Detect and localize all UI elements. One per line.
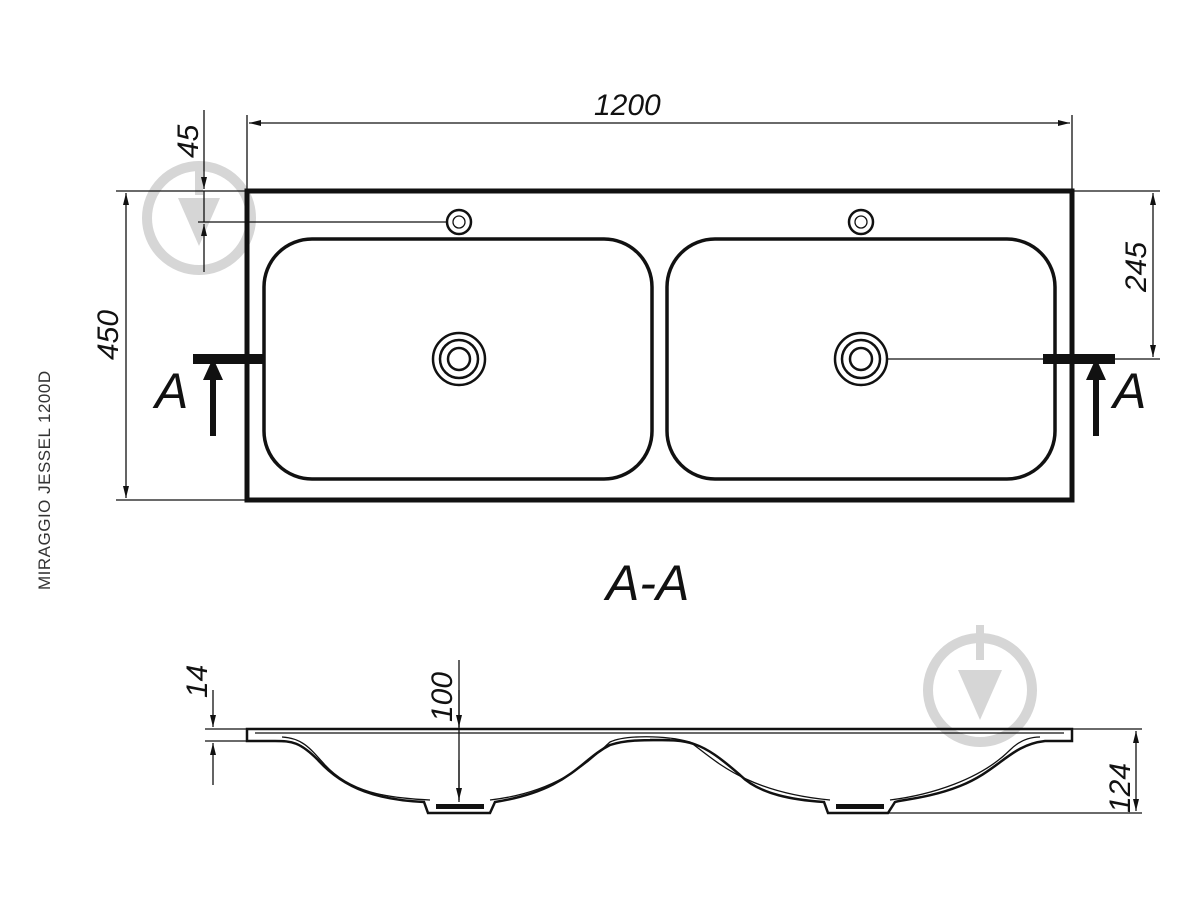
slab-thickness-dimension-label: 14: [181, 665, 214, 698]
left-drain: [431, 331, 487, 387]
section-view: 14 100 124: [181, 660, 1142, 815]
depth-dimension: 450: [92, 190, 247, 501]
width-dimension: 1200: [246, 89, 1073, 191]
countertop-outline: [244, 188, 1075, 503]
model-label: MIRAGGIO JESSEL 1200D: [35, 370, 54, 590]
water-drop-watermark-icon: [923, 625, 1037, 747]
section-marker-right-label: A: [1110, 363, 1146, 419]
tap-offset-dimension: 45: [172, 110, 447, 272]
section-marker-left-label: A: [152, 363, 188, 419]
section-view-title: A-A: [603, 555, 689, 611]
slab-thickness-dimension: 14: [181, 665, 247, 785]
right-tap-hole: [847, 208, 875, 236]
drain-offset-dimension-label: 245: [1120, 242, 1153, 293]
depth-dimension-label: 450: [92, 310, 125, 360]
section-marker-left: A: [152, 354, 265, 436]
section-marker-right: A: [1043, 354, 1146, 436]
top-view: 1200 450 45 245 A: [92, 89, 1160, 503]
water-drop-watermark-icon: [142, 161, 256, 275]
tap-offset-dimension-label: 45: [172, 124, 205, 158]
total-height-dimension: 124: [888, 728, 1142, 814]
section-profile-outline: [245, 727, 1074, 815]
bowl-depth-dimension: 100: [426, 660, 462, 802]
width-dimension-label: 1200: [594, 89, 661, 122]
total-height-dimension-label: 124: [1104, 763, 1137, 813]
left-tap-hole: [445, 208, 473, 236]
bowl-depth-dimension-label: 100: [426, 672, 459, 722]
left-bowl-outline: [262, 237, 654, 481]
